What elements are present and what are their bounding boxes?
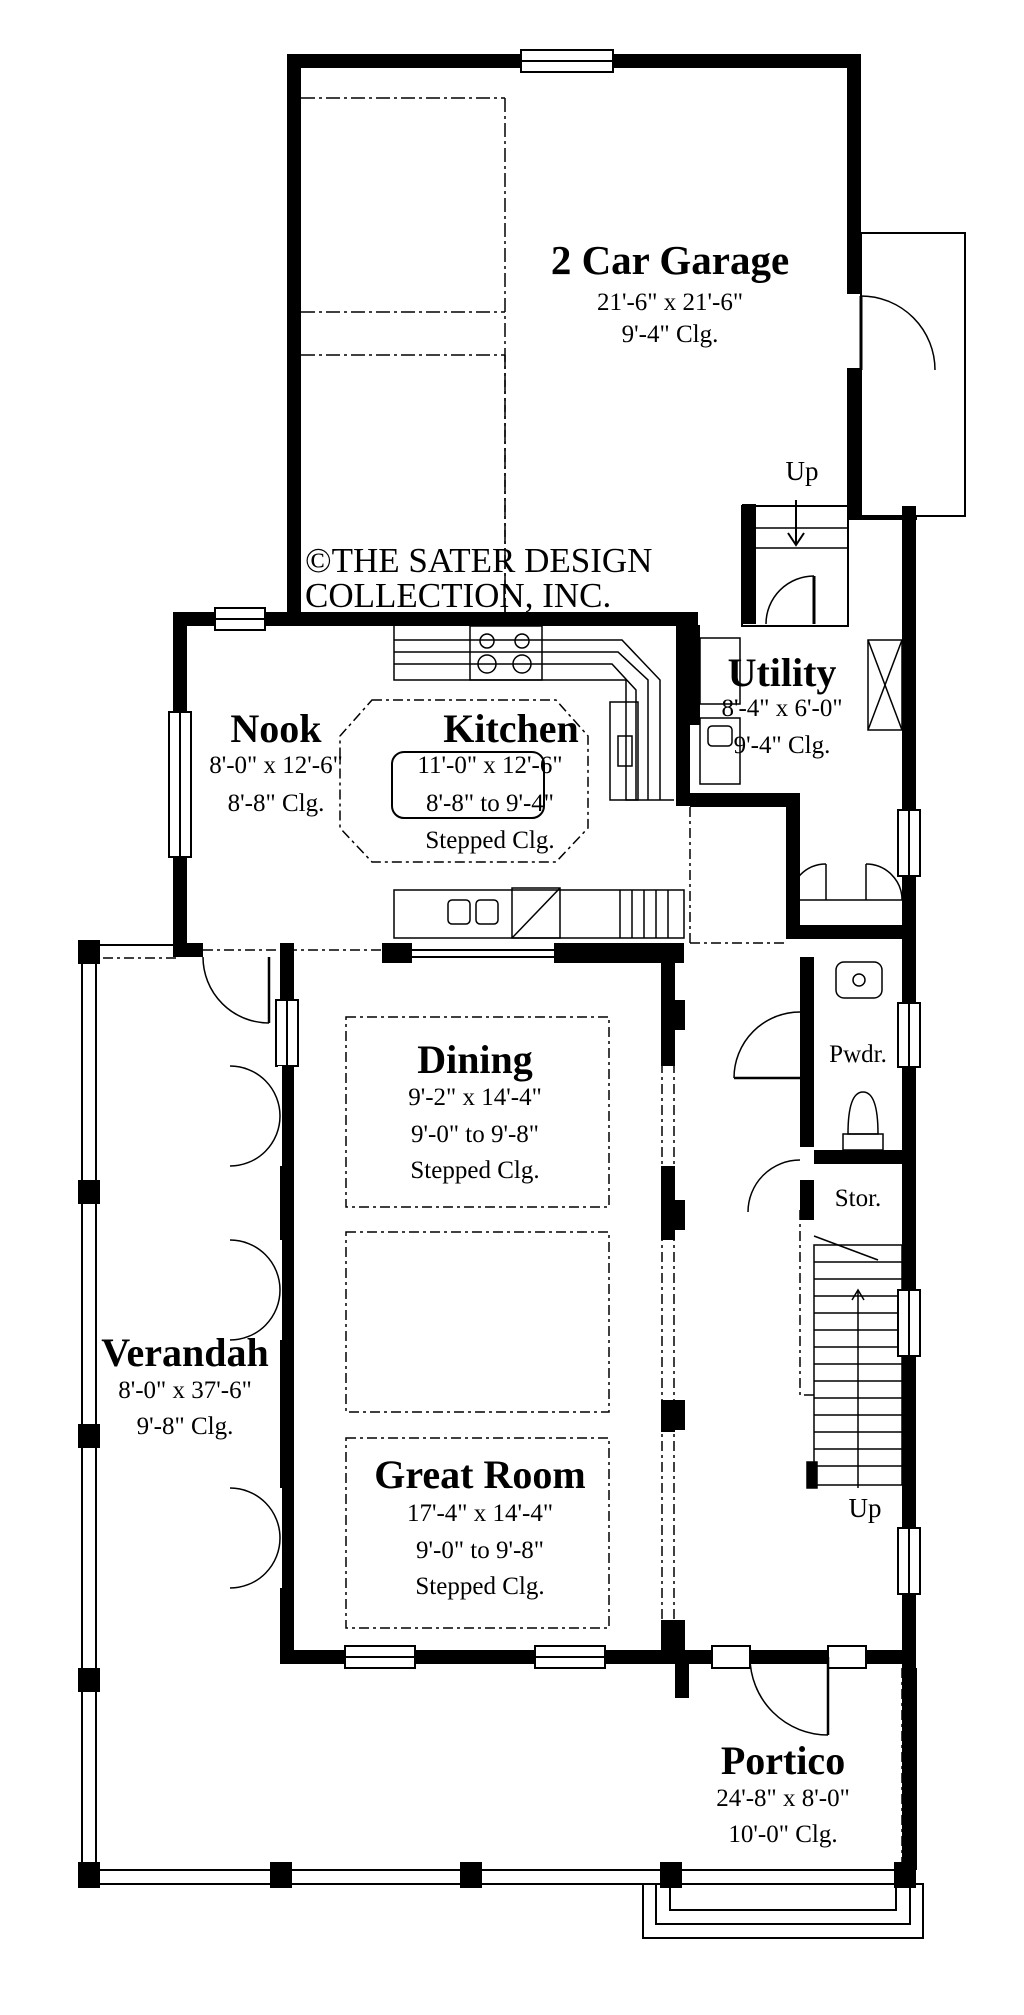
great-room-colonnade xyxy=(661,1000,685,1650)
utility-ceiling: 9'-4" Clg. xyxy=(734,732,831,759)
garage-pier xyxy=(287,313,301,355)
pedestal-sink-icon xyxy=(835,961,883,999)
kitchen-upper-counter xyxy=(393,626,674,801)
portico-ceiling: 10'-0" Clg. xyxy=(728,1821,837,1848)
portico-dims: 24'-8" x 8'-0" xyxy=(716,1785,850,1812)
main-stair-up-label: Up xyxy=(849,1493,882,1523)
utility-window xyxy=(897,809,921,877)
stair-wall-windows xyxy=(897,1289,921,1595)
kitchen-island xyxy=(339,699,589,863)
kitchen-ceiling: 8'-8" to 9'-4" xyxy=(426,790,554,817)
portico-side-posts xyxy=(901,1668,917,1870)
dining-ceiling: 9'-0" to 9'-8" xyxy=(411,1121,539,1148)
great-room-name: Great Room xyxy=(374,1452,585,1497)
garage-window xyxy=(520,49,614,73)
verandah-ceiling: 9'-8" Clg. xyxy=(137,1413,234,1440)
nook-name: Nook xyxy=(230,706,322,751)
verandah-outline xyxy=(78,940,916,1888)
garage-walls xyxy=(287,54,917,625)
kitchen-sink-counter xyxy=(393,887,685,939)
nook-ceiling: 8'-8" Clg. xyxy=(228,790,325,817)
front-steps xyxy=(642,1883,924,1939)
powder-label: Pwdr. xyxy=(829,1041,887,1068)
garage-name: 2 Car Garage xyxy=(551,237,789,283)
dining-ceiling-outline xyxy=(345,1016,610,1629)
verandah-french-doors xyxy=(229,1065,282,1589)
garage-parking-outline xyxy=(301,97,506,612)
verandah-nook-door xyxy=(202,956,271,1024)
utility-dims: 8'-4" x 6'-0" xyxy=(721,695,842,722)
toilet-icon xyxy=(842,1091,884,1151)
utility-appliances xyxy=(699,637,903,785)
powder-walls xyxy=(800,957,902,1220)
kitchen-name: Kitchen xyxy=(443,706,579,751)
kitchen-dims: 11'-0" x 12'-6" xyxy=(417,752,562,779)
great-room-dims: 17'-4" x 14'-4" xyxy=(407,1500,553,1527)
kitchen-dining-divider xyxy=(203,943,684,963)
copyright-line-1: ©THE SATER DESIGN xyxy=(305,541,652,580)
portico-name: Portico xyxy=(721,1738,845,1783)
powder-door xyxy=(733,1011,801,1213)
garage-dims: 21'-6" x 21'-6" xyxy=(597,289,743,316)
cooktop-icon xyxy=(469,625,543,681)
great-room-ceiling-type: Stepped Clg. xyxy=(415,1573,544,1600)
garage-stair-up-label: Up xyxy=(786,456,819,486)
storage-label: Stor. xyxy=(835,1185,882,1212)
utility-closet xyxy=(789,847,903,901)
main-staircase xyxy=(799,1210,903,1489)
dining-name: Dining xyxy=(417,1037,533,1082)
verandah-dims: 8'-0" x 37'-6" xyxy=(118,1377,252,1404)
utility-name: Utility xyxy=(728,650,837,695)
front-door xyxy=(711,1645,867,1736)
kitchen-ceiling-type: Stepped Clg. xyxy=(425,827,554,854)
nook-window-side xyxy=(168,711,192,858)
dining-ceiling-type: Stepped Clg. xyxy=(410,1157,539,1184)
garage-entry-stair xyxy=(741,500,849,627)
garage-ceiling: 9'-4" Clg. xyxy=(622,321,719,348)
kitchen-nook-walls xyxy=(173,612,698,957)
nook-dims: 8'-0" x 12'-6" xyxy=(209,752,343,779)
copyright-line-2: COLLECTION, INC. xyxy=(305,576,611,615)
garage-side-stoop xyxy=(859,232,966,517)
powder-window xyxy=(897,1002,921,1068)
great-room-ceiling: 9'-0" to 9'-8" xyxy=(416,1537,544,1564)
nook-window-top xyxy=(214,607,266,631)
verandah-name: Verandah xyxy=(101,1330,268,1375)
dining-dims: 9'-2" x 14'-4" xyxy=(408,1084,542,1111)
great-room-windows xyxy=(275,999,606,1669)
